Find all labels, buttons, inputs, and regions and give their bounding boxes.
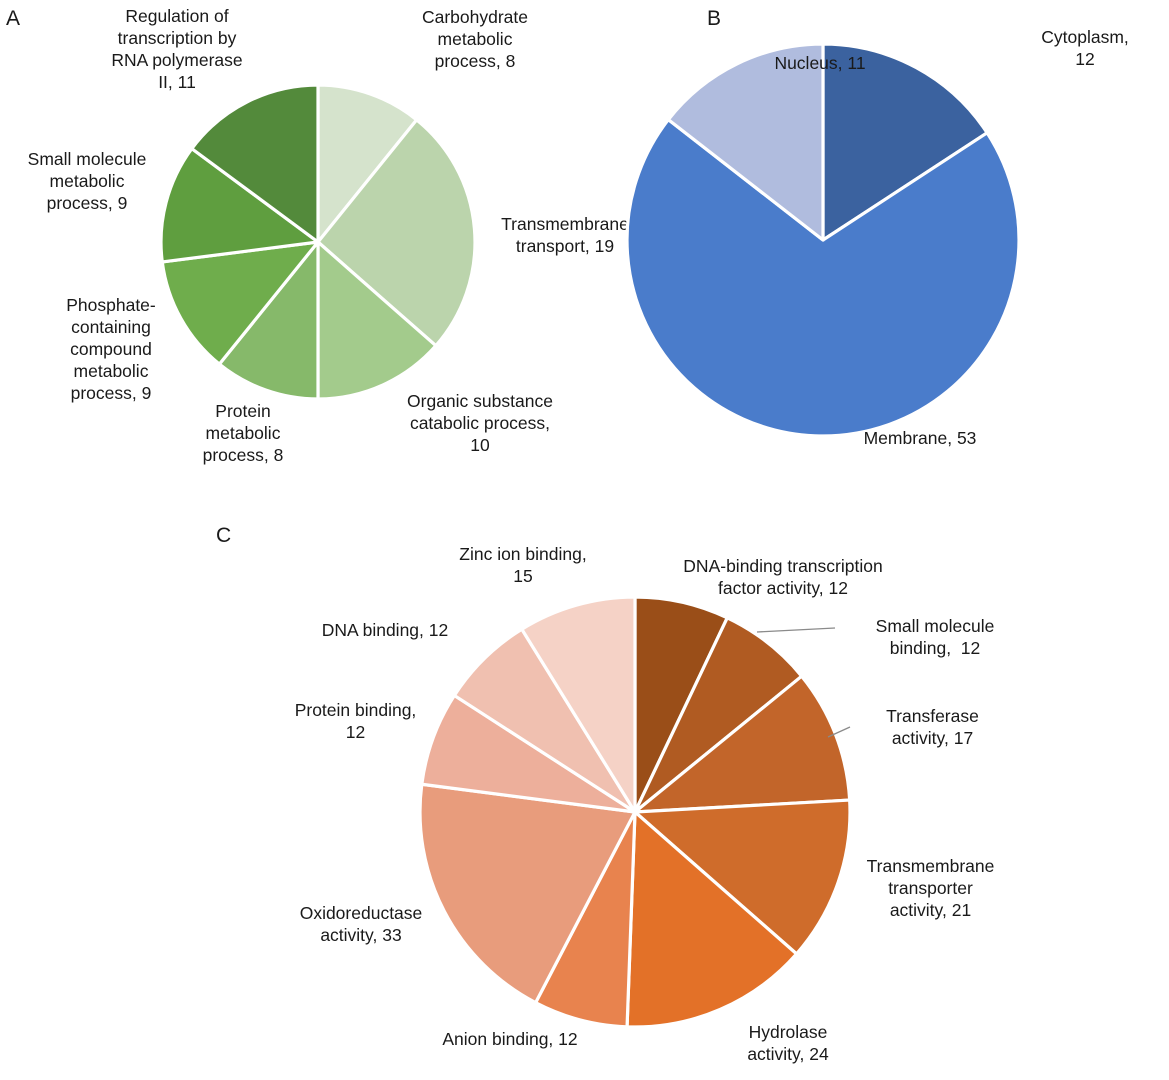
- pie-c-slice: [520, 595, 637, 814]
- panel-b: B Cytoplasm, 12 Membrane, 53 Nucleus, 11: [625, 0, 1169, 500]
- pie-a-label-protein: Protein metabolic process, 8: [202, 401, 284, 466]
- pie-c-label-dna-binding: DNA binding, 12: [321, 620, 449, 640]
- leader-line-small-molecule-binding: [756, 627, 836, 633]
- pie-chart-b: [625, 42, 1021, 438]
- pie-c-label-anion-binding: Anion binding, 12: [442, 1029, 578, 1049]
- pie-a-slice: [316, 118, 477, 348]
- pie-a-label-organic: Organic substance catabolic process, 10: [407, 391, 553, 456]
- pie-b-label-membrane: Membrane, 53: [863, 428, 977, 448]
- pie-c-slice: [633, 798, 852, 956]
- pie-c-slice: [625, 810, 799, 1029]
- pie-chart-c: [418, 595, 852, 1029]
- pie-a-slice: [159, 147, 320, 264]
- pie-c-label-protein-binding: Protein binding, 12: [294, 700, 417, 743]
- pie-a-label-small-molecule: Small molecule metabolic process, 9: [27, 149, 147, 214]
- pie-b-label-nucleus: Nucleus, 11: [774, 53, 866, 73]
- pie-c-slice: [418, 782, 637, 1005]
- panel-c: C DNA-binding transcription factor activ…: [190, 515, 1169, 1080]
- pie-c-slice: [633, 674, 852, 814]
- pie-b-slice: [821, 42, 989, 242]
- leader-line-transferase: [827, 726, 851, 738]
- pie-c-label-hydrolase: Hydrolase activity, 24: [747, 1022, 829, 1065]
- pie-c-label-transferase: Transferase activity, 17: [886, 706, 979, 749]
- panel-b-letter: B: [707, 7, 722, 30]
- pie-a-slice: [316, 83, 419, 244]
- pie-chart-a: [159, 83, 477, 401]
- panel-a-letter: A: [6, 7, 21, 30]
- pie-b-label-cytoplasm: Cytoplasm, 12: [1041, 27, 1129, 70]
- panel-c-letter: C: [216, 524, 232, 547]
- pie-a-slice: [316, 240, 438, 401]
- pie-a-label-transmembrane: Transmembrane transport, 19: [501, 214, 629, 257]
- panel-a: A Carbohydrate metabolic process, 8 Tran…: [0, 0, 629, 500]
- pie-b-slice: [625, 118, 1021, 438]
- pie-a-label-carbohydrate: Carbohydrate metabolic process, 8: [421, 7, 529, 72]
- pie-a-slice: [160, 240, 320, 366]
- pie-b-slice: [666, 42, 825, 242]
- pie-c-label-transmembrane-transporter: Transmembrane transporter activity, 21: [866, 856, 995, 921]
- pie-a-label-regulation: Regulation of transcription by RNA polym…: [111, 6, 243, 93]
- pie-a-slice: [190, 83, 320, 244]
- pie-a-slice: [217, 240, 320, 401]
- pie-c-label-dna-binding-tf: DNA-binding transcription factor activit…: [683, 556, 883, 599]
- pie-c-label-oxidoreductase: Oxidoreductase activity, 33: [299, 903, 423, 946]
- pie-c-label-small-molecule-binding: Small molecule binding, 12: [875, 616, 995, 659]
- pie-a-label-phosphate: Phosphate- containing compound metabolic…: [66, 295, 156, 404]
- pie-c-label-zinc-ion-binding: Zinc ion binding, 15: [459, 544, 587, 587]
